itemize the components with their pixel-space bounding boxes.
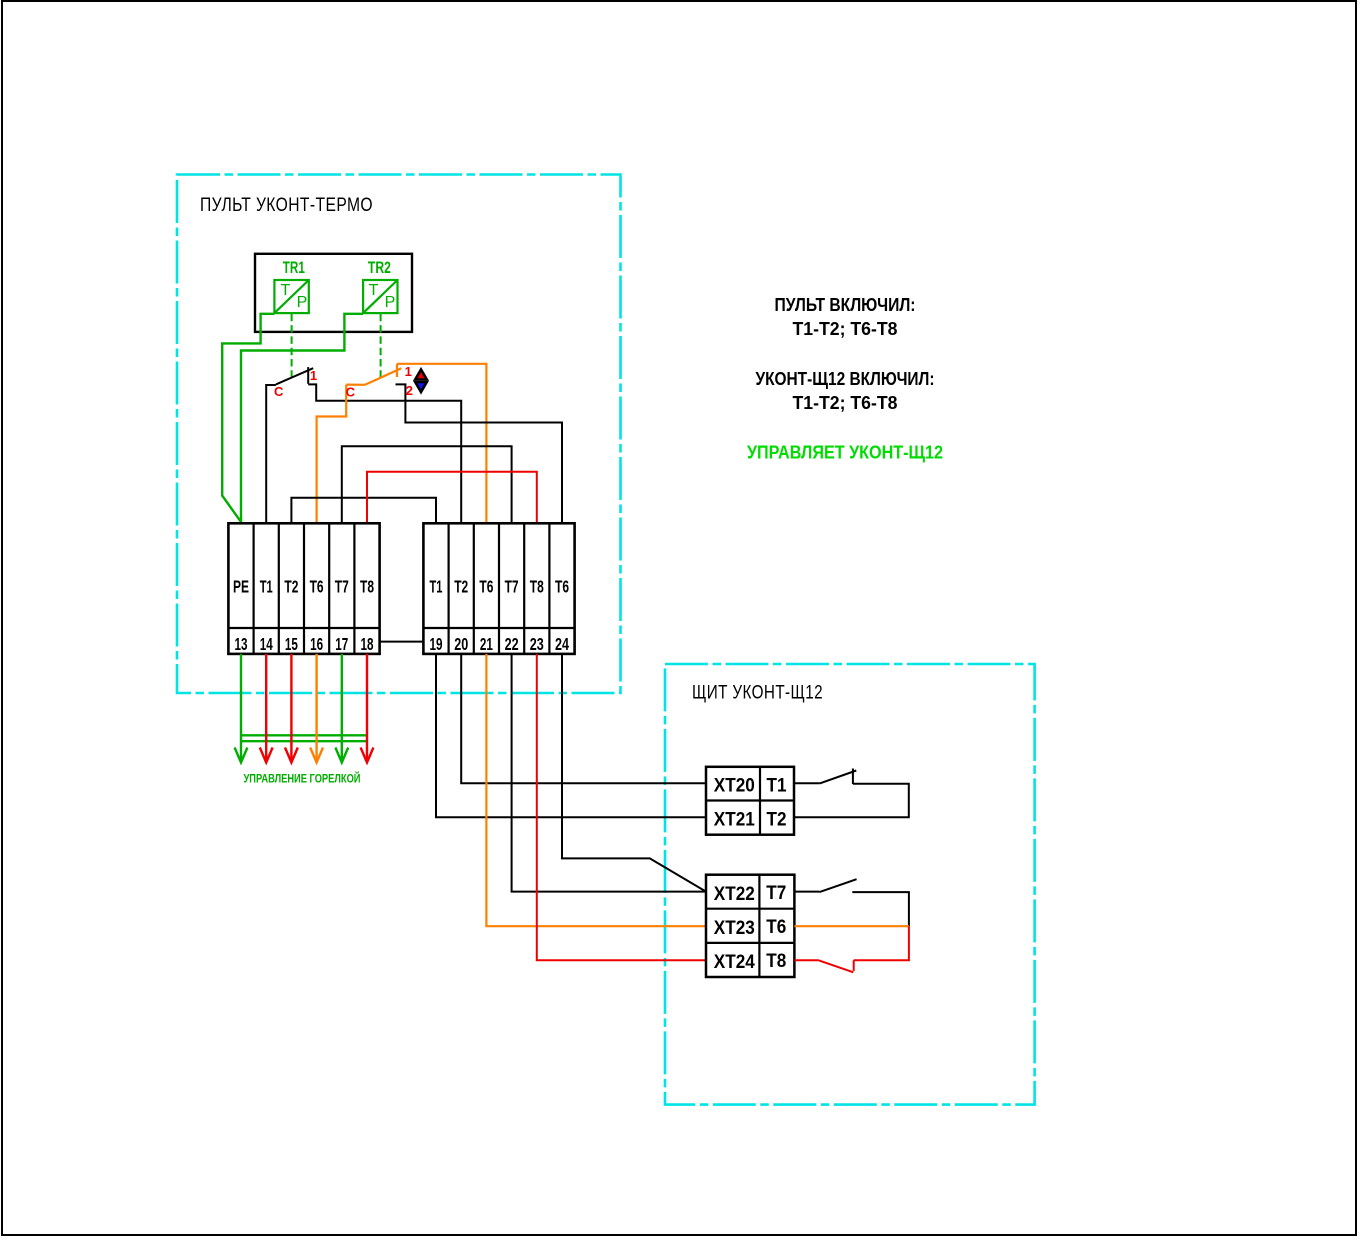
svg-text:T7: T7 [766,883,786,904]
svg-text:P: P [297,294,308,311]
svg-text:24: 24 [555,634,569,654]
svg-text:XT22: XT22 [714,884,755,905]
svg-text:T1: T1 [767,775,787,796]
svg-text:23: 23 [530,634,544,654]
svg-text:C: C [346,384,356,399]
svg-text:XT21: XT21 [714,810,755,831]
svg-text:ПУЛЬТ УКОНТ-ТЕРМО: ПУЛЬТ УКОНТ-ТЕРМО [200,194,373,216]
svg-text:Т1-Т2; Т6-Т8: Т1-Т2; Т6-Т8 [793,393,898,413]
svg-text:ПУЛЬТ ВКЛЮЧИЛ:: ПУЛЬТ ВКЛЮЧИЛ: [775,295,916,315]
svg-text:T: T [369,282,379,299]
svg-text:C: C [274,384,284,399]
svg-text:T8: T8 [360,577,374,597]
svg-text:20: 20 [454,634,468,654]
svg-text:XT24: XT24 [714,952,755,973]
svg-text:Т1-Т2; Т6-Т8: Т1-Т2; Т6-Т8 [793,319,898,339]
svg-text:13: 13 [235,634,248,654]
svg-text:XT23: XT23 [714,918,755,939]
svg-text:T2: T2 [454,577,468,597]
svg-text:ЩИТ УКОНТ-Щ12: ЩИТ УКОНТ-Щ12 [692,682,823,704]
svg-text:T7: T7 [335,577,349,597]
svg-text:19: 19 [430,634,443,654]
svg-text:PE: PE [233,577,249,597]
svg-text:T8: T8 [530,577,544,597]
svg-text:P: P [385,294,396,311]
svg-text:T7: T7 [505,577,519,597]
svg-text:1: 1 [405,364,412,379]
svg-text:T2: T2 [284,577,298,597]
svg-text:XT20: XT20 [714,775,755,796]
svg-text:TR2: TR2 [368,259,391,277]
svg-text:T8: T8 [766,951,786,972]
svg-text:T6: T6 [766,917,786,938]
svg-text:18: 18 [361,634,374,654]
svg-text:УПРАВЛЕНИЕ ГОРЕЛКОЙ: УПРАВЛЕНИЕ ГОРЕЛКОЙ [244,771,361,786]
svg-text:15: 15 [285,634,298,654]
svg-text:TR1: TR1 [283,259,305,277]
svg-text:1: 1 [310,368,317,383]
svg-text:УПРАВЛЯЕТ УКОНТ-Щ12: УПРАВЛЯЕТ УКОНТ-Щ12 [747,443,943,463]
svg-text:T2: T2 [767,810,787,831]
svg-text:T6: T6 [479,577,493,597]
svg-text:T: T [281,282,291,299]
svg-text:2: 2 [406,383,413,398]
svg-text:T1: T1 [260,577,273,597]
svg-text:T6: T6 [555,577,569,597]
svg-text:T1: T1 [430,577,443,597]
svg-text:T6: T6 [310,577,324,597]
svg-text:17: 17 [335,634,348,654]
svg-text:16: 16 [310,634,323,654]
svg-text:21: 21 [480,634,493,654]
svg-text:22: 22 [505,634,519,654]
svg-text:14: 14 [260,634,273,654]
svg-text:УКОНТ-Щ12 ВКЛЮЧИЛ:: УКОНТ-Щ12 ВКЛЮЧИЛ: [756,369,935,389]
